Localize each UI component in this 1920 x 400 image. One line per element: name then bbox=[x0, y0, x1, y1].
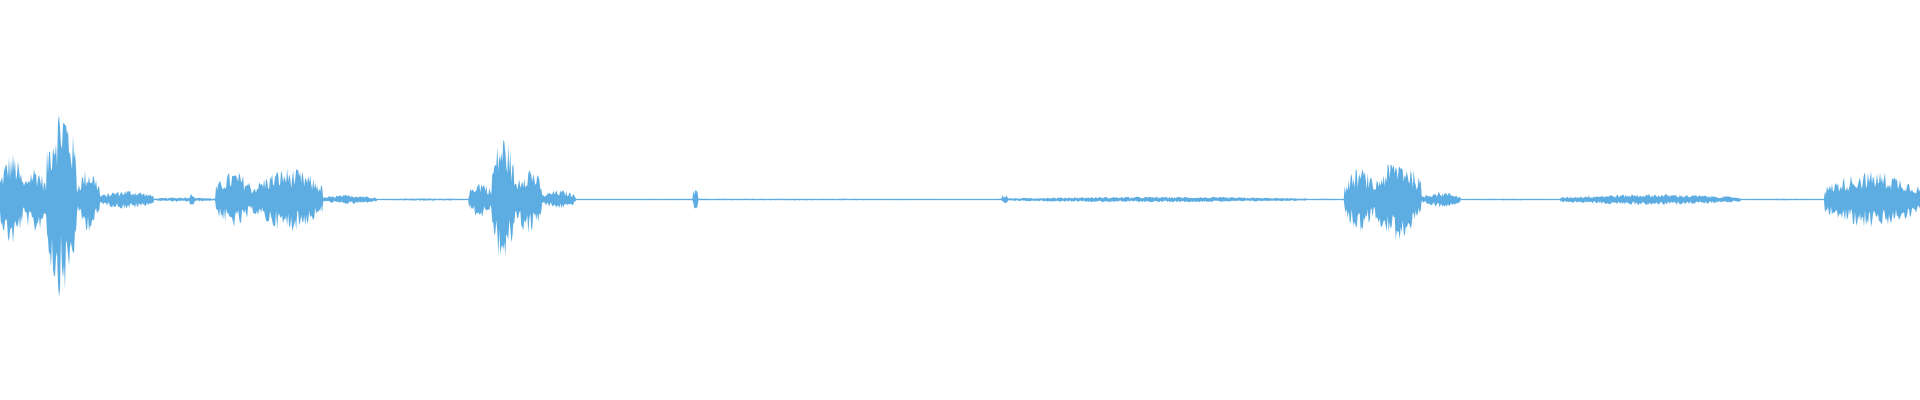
waveform-envelope bbox=[0, 115, 1920, 297]
